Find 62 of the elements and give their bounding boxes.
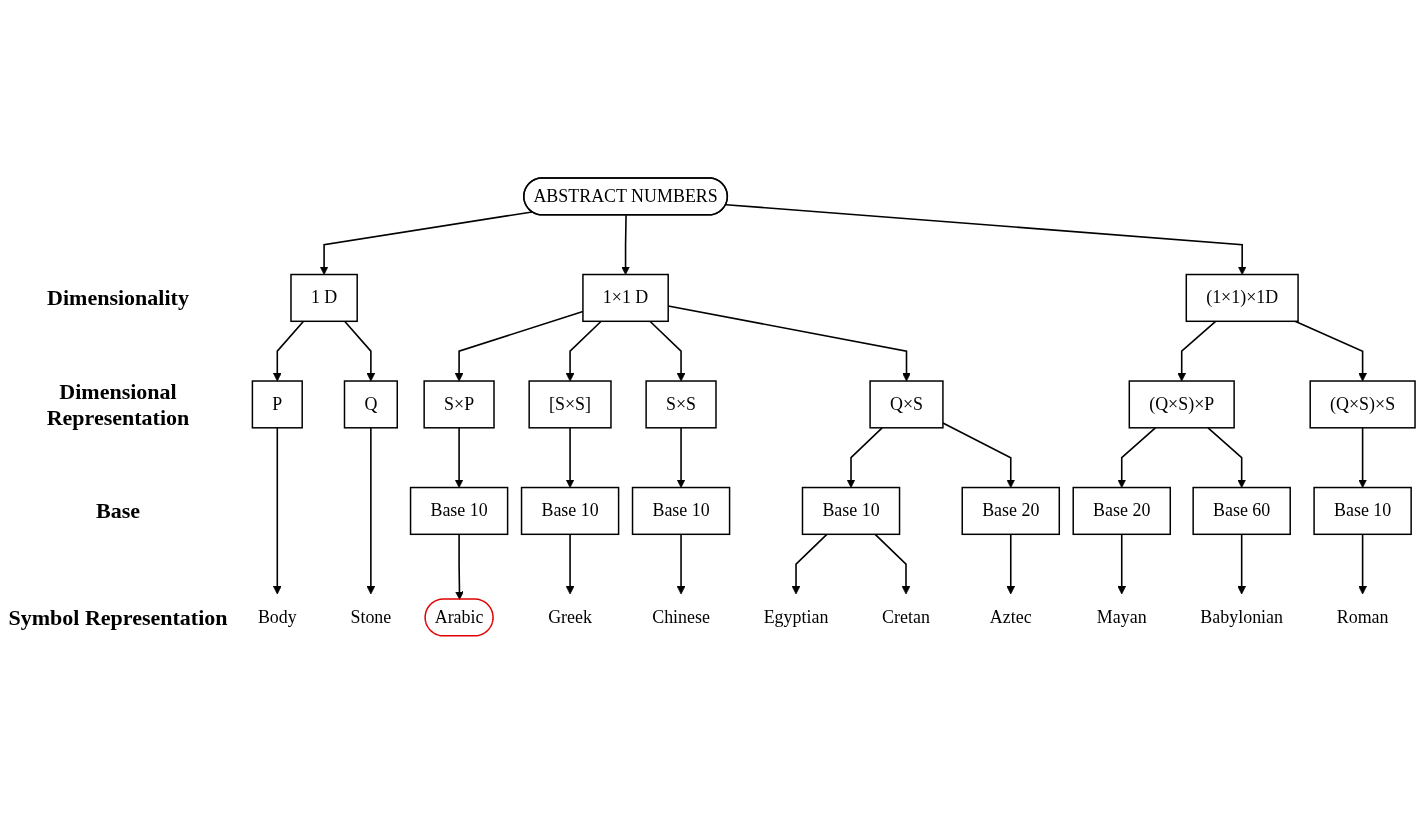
arrow [942,422,1016,489]
node-box: Base 10 [520,486,620,536]
node-box: Base 10 [801,486,901,536]
arrow [791,533,828,595]
arrow [1177,320,1217,382]
node-text: Chinese [652,607,710,627]
arrow [1358,533,1367,595]
node-text: Roman [1336,607,1389,627]
node-box: S×S [645,380,717,429]
arrow [454,427,464,489]
node-box: 1 D [290,273,358,323]
arrow [565,533,575,595]
node-box: Base 20 [961,486,1061,536]
arrow [565,427,575,489]
arrow [676,533,686,595]
node-text: Arabic [434,607,484,627]
node-text: Mayan [1096,607,1147,627]
node-text: Egyptian [763,607,829,627]
arrow [1117,427,1157,489]
node-text: Body [257,607,297,627]
arrow [1294,320,1367,382]
node-box: (1×1)×1D [1185,273,1299,323]
arrow [649,320,686,382]
node-text: Cretan [882,607,930,627]
arrow [343,320,376,382]
node-box: (Q×S)×P [1128,380,1235,429]
arrow [725,204,1247,275]
node-box: [S×S] [528,380,612,429]
arrow [1358,427,1367,489]
node-text: Aztec [989,607,1032,627]
node-box: Base 20 [1072,486,1171,536]
arrow [1207,427,1247,489]
node-box: Base 10 [409,486,509,536]
node-box: Base 60 [1192,486,1291,536]
row-label: Base [95,498,141,524]
node-box: Base 10 [1313,486,1412,536]
arrow [621,214,630,275]
node-box: 1×1 D [582,273,669,323]
node-text: Greek [548,607,592,627]
arrow [455,533,464,600]
row-label: Symbol Representation [8,604,228,631]
row-label: Dimensional Representation [45,378,191,431]
node-box: Q×S [869,380,944,429]
arrow [1006,533,1016,595]
node-box: Base 10 [631,486,731,536]
arrow [676,427,686,489]
node-text: Babylonian [1200,607,1283,627]
arrow [1237,533,1247,595]
node-box: P [251,380,303,429]
arrow [874,533,911,595]
arrow [846,427,883,489]
arrow [319,211,533,275]
arrow [272,427,282,595]
node-box: S×P [423,380,495,429]
node-box: Q [343,380,398,429]
arrow [1117,533,1127,595]
node-text: Stone [350,607,392,627]
arrow [565,320,602,382]
row-label: Dimensionality [46,285,190,311]
arrow [366,427,376,595]
node-box: (Q×S)×S [1309,380,1416,429]
arrow [272,320,305,382]
